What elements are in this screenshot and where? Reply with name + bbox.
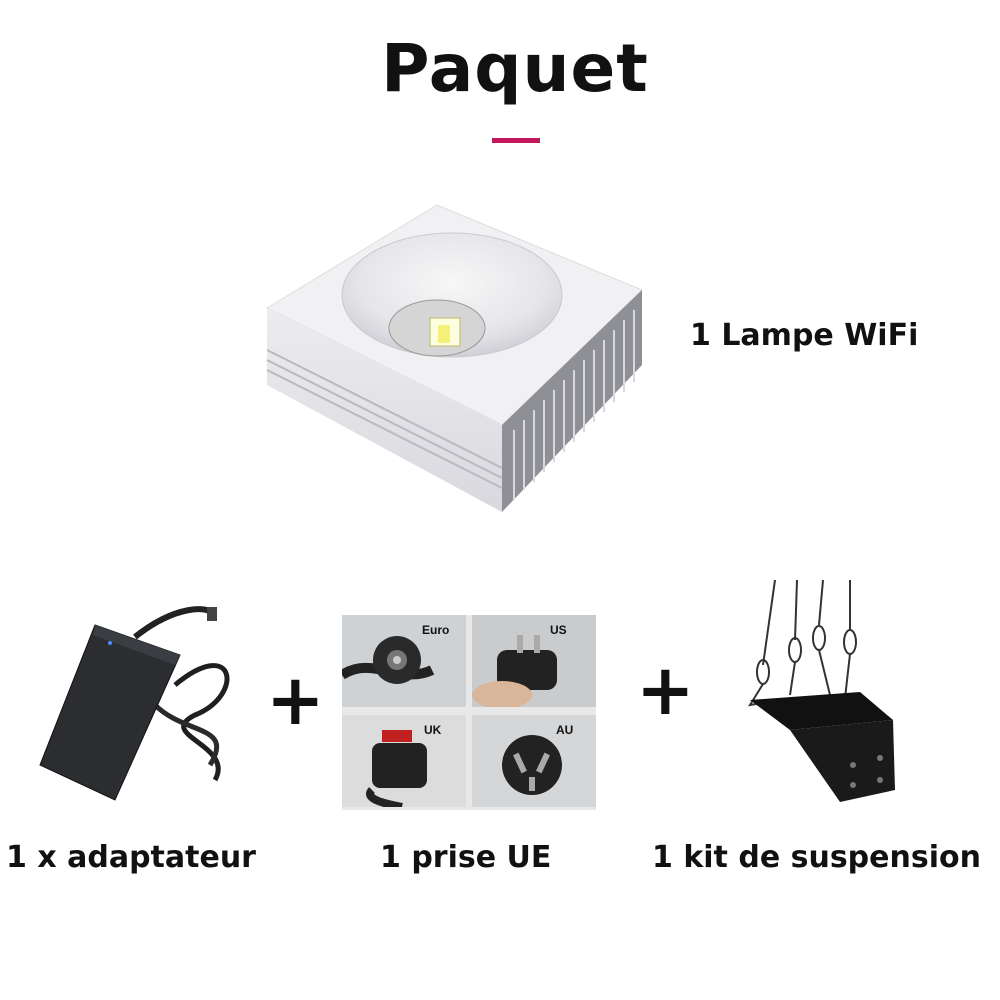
- hanging-kit-icon: [735, 579, 910, 810]
- plug-tag-us: US: [550, 623, 567, 637]
- plug-au: AU: [472, 715, 596, 807]
- adapter-label: 1 x adaptateur: [6, 840, 256, 875]
- plug-tag-euro: Euro: [422, 623, 450, 637]
- plug-icon: [342, 636, 435, 684]
- plug-tag-uk: UK: [424, 723, 442, 737]
- plug-icon: [472, 635, 557, 707]
- kit-label: 1 kit de suspension: [652, 840, 981, 875]
- power-adapter-icon: [35, 595, 265, 810]
- plug-label: 1 prise UE: [380, 840, 552, 875]
- plug-icon: [502, 735, 562, 795]
- plug-uk: UK: [342, 715, 466, 807]
- plug-us: US: [472, 615, 596, 707]
- plus-sign: +: [266, 659, 325, 741]
- plug-variants-grid: Euro US UK AU: [342, 615, 596, 810]
- plug-tag-au: AU: [556, 723, 574, 737]
- plug-euro: Euro: [342, 615, 466, 707]
- page-title: Paquet: [381, 30, 649, 107]
- title-underline: [492, 138, 540, 143]
- led-lamp-icon: [262, 200, 644, 515]
- plug-icon: [366, 730, 427, 807]
- plus-sign: +: [636, 649, 695, 731]
- lamp-label: 1 Lampe WiFi: [690, 318, 919, 353]
